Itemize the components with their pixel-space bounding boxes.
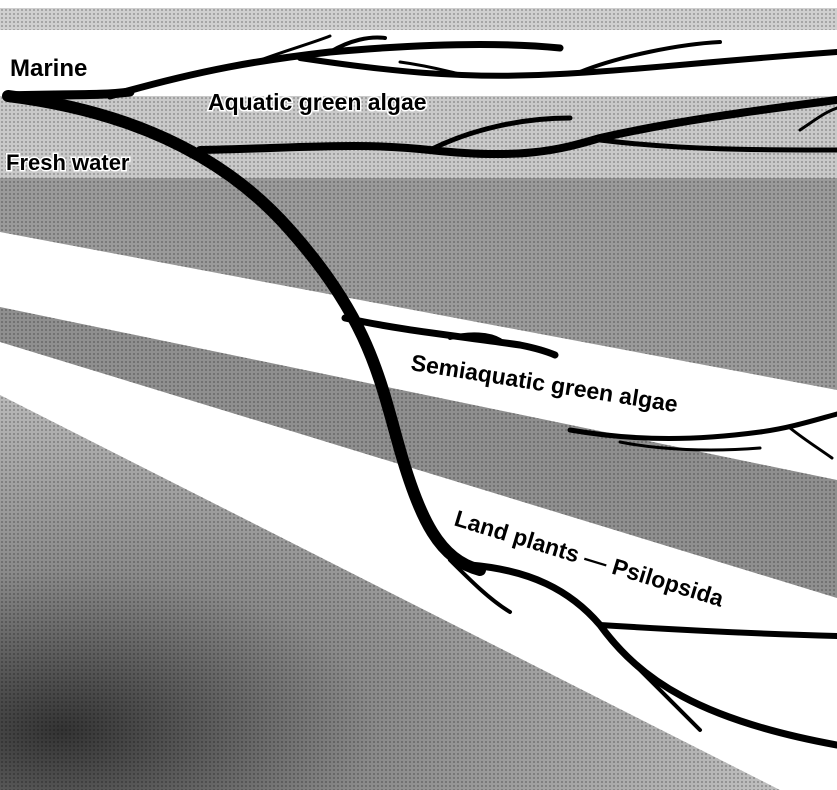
label-fresh: Fresh water xyxy=(6,150,130,175)
marine-branch-2 xyxy=(297,49,837,79)
semiaquatic-branch xyxy=(341,314,559,359)
top-band-dots xyxy=(0,8,837,30)
fresh-branch-4 xyxy=(798,106,837,132)
marine-branch-4 xyxy=(578,40,722,74)
semiaquatic-branch-3 xyxy=(788,426,834,460)
fresh-branch xyxy=(196,96,837,159)
semiaquatic-branch-2 xyxy=(567,411,837,441)
semiaquatic-fork xyxy=(448,332,502,342)
land-branch-3 xyxy=(608,638,702,732)
marine-branch-3 xyxy=(328,35,387,54)
semiaquatic-branch-4 xyxy=(618,440,762,452)
trunk-branch xyxy=(2,90,486,576)
land-branch-2 xyxy=(597,622,837,639)
label-marine: Marine xyxy=(10,55,87,82)
middle-band-dots xyxy=(0,307,837,598)
label-aquatic: Aquatic green algae xyxy=(208,89,427,115)
lower-band-dots xyxy=(0,395,780,790)
marine-branch-6 xyxy=(398,60,462,76)
land-branch-4 xyxy=(448,558,512,614)
fresh-branch-3 xyxy=(597,137,837,153)
fresh-water-band-dots xyxy=(0,96,837,178)
marine-branch-5 xyxy=(248,34,332,66)
fresh-branch-2 xyxy=(427,115,573,153)
land-branch xyxy=(466,561,837,749)
upper-dark-band-dots xyxy=(0,178,837,390)
